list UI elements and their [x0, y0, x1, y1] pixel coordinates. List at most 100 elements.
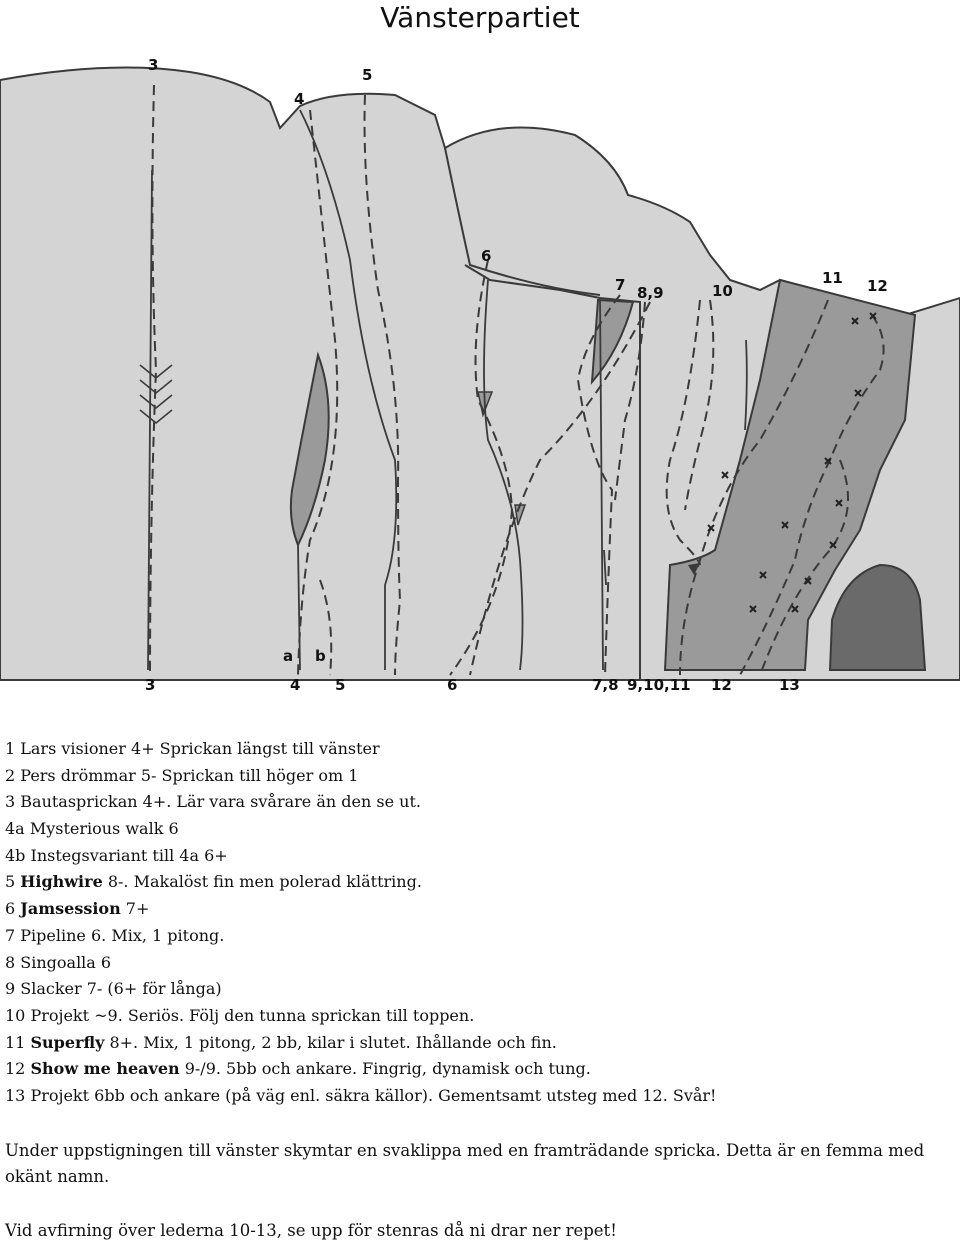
route-grade-description: 4+ Sprickan längst till vänster [125, 739, 380, 758]
route-number: 2 [5, 765, 21, 785]
route-number: 3 [5, 792, 21, 812]
route-line-3 [149, 84, 158, 676]
route-number: 9 [5, 979, 21, 999]
route-number: 8 [5, 952, 21, 972]
flake-7 [590, 298, 635, 385]
route-grade-description: 6bb och ankare (på väg enl. säkra källor… [89, 1085, 717, 1105]
route-number: 5 [5, 872, 21, 892]
top-label-12: 12 [867, 277, 888, 295]
route-grade-description: ~9. Seriös. Följ den tunna sprickan till… [89, 1005, 475, 1025]
note-svaklippa: Under uppstigningen till vänster skymtar… [5, 1141, 925, 1186]
top-label-6: 6 [481, 247, 491, 265]
top-label-5: 5 [362, 66, 372, 84]
route-line-13 [759, 459, 849, 676]
route-legend-item: 11 Superfly 8+. Mix, 1 pitong, 2 bb, kil… [5, 1030, 945, 1057]
route-grade-description: 6. Mix, 1 pitong. [85, 925, 225, 945]
route-legend-item: 4a Mysterious walk 6 [5, 816, 945, 843]
bottom-label-13: 13 [779, 676, 800, 694]
route-name: Jamsession [20, 899, 121, 919]
route-line-8-9 [614, 301, 646, 501]
crag-topo-diagram: 3 4 5 6 7 8,9 10 11 12 a b 3 4 5 6 7,8 9… [0, 56, 960, 694]
route-legend: 1 Lars visioner 4+ Sprickan längst till … [5, 736, 945, 1110]
route-grade-description: 5- Sprickan till höger om 1 [135, 765, 359, 785]
top-label-4: 4 [294, 90, 304, 108]
bottom-label-4: 4 [290, 676, 300, 694]
top-label-10: 10 [712, 282, 733, 300]
route-legend-item: 2 Pers drömmar 5- Sprickan till höger om… [5, 763, 945, 790]
cave [828, 563, 927, 671]
rock-face [0, 66, 960, 681]
route-name: Bautasprickan [20, 792, 138, 812]
route-legend-item: 13 Projekt 6bb och ankare (på väg enl. s… [5, 1083, 945, 1110]
bottom-label-3: 3 [145, 676, 155, 694]
route-legend-item: 9 Slacker 7- (6+ för långa) [5, 976, 945, 1003]
bottom-label-12: 12 [711, 676, 732, 694]
overhang-edge [444, 147, 601, 296]
route-name: Lars visioner [20, 739, 126, 758]
route-name: Pers drömmar [20, 765, 136, 785]
route-grade-description: 6+ [199, 845, 228, 865]
route-grade-description: 8-. Makalöst fin men polerad klättring. [102, 872, 422, 892]
route-grade-description: 8+. Mix, 1 pitong, 2 bb, kilar i slutet.… [104, 1032, 557, 1052]
route-line-6 [449, 259, 514, 676]
route-number: 10 [5, 1005, 31, 1025]
arrow-marks [139, 364, 173, 425]
route-name: Singoalla [20, 952, 96, 972]
route-line-10 [665, 299, 701, 566]
route-line-11 [679, 299, 829, 676]
route-name: Superfly [30, 1032, 105, 1052]
route-line-5 [363, 94, 402, 676]
route-legend-item: 12 Show me heaven 9-/9. 5bb och ankare. … [5, 1056, 945, 1083]
top-label-3: 3 [148, 56, 158, 74]
route-lines [149, 84, 885, 676]
route-name: Pipeline [20, 925, 86, 945]
bottom-label-6: 6 [447, 676, 457, 694]
route-legend-item: 1 Lars visioner 4+ Sprickan längst till … [5, 736, 945, 763]
route-number: 7 [5, 925, 21, 945]
route-number: 4a [5, 819, 30, 839]
route-name: Show me heaven [30, 1059, 180, 1079]
flake-4 [289, 351, 330, 548]
route-legend-item: 3 Bautasprickan 4+. Lär vara svårare än … [5, 789, 945, 816]
page-title: Vänsterpartiet [380, 1, 580, 34]
route-legend-item: 10 Projekt ~9. Seriös. Följ den tunna sp… [5, 1003, 945, 1030]
route-name: Projekt [30, 1085, 90, 1105]
route-number: 4b [5, 845, 31, 865]
top-label-11: 11 [822, 269, 843, 287]
route-line-12 [739, 314, 885, 676]
route-grade-description: 6 [163, 819, 179, 839]
route-grade-description: 6 [95, 952, 112, 972]
route-line-10b [684, 299, 715, 511]
route-line-7 [576, 294, 621, 676]
route-grade-description: 9-/9. 5bb och ankare. Fingrig, dynamisk … [179, 1059, 591, 1079]
route-number: 1 [5, 739, 21, 758]
route-name: Slacker [20, 979, 82, 999]
route-line-9 [469, 301, 651, 676]
route-grade-description: 7- (6+ för långa) [81, 979, 222, 999]
bolt-markers [707, 312, 877, 613]
route-legend-item: 4b Instegsvariant till 4a 6+ [5, 843, 945, 870]
bottom-label-7-8: 7,8 [592, 676, 619, 694]
route-number: 6 [5, 899, 21, 919]
route-legend-item: 7 Pipeline 6. Mix, 1 pitong. [5, 923, 945, 950]
route-number: 11 [5, 1032, 31, 1052]
note-stenras: Vid avfirning över lederna 10-13, se upp… [5, 1221, 617, 1240]
route-legend-item: 5 Highwire 8-. Makalöst fin men polerad … [5, 869, 945, 896]
label-a: a [283, 647, 293, 665]
route-line-4b [319, 579, 333, 676]
route-grade-description: 4+. Lär vara svårare än den se ut. [137, 792, 421, 812]
route-number: 13 [5, 1085, 31, 1105]
route-name: Projekt [30, 1005, 90, 1025]
rock-face-slab-6 [464, 264, 641, 680]
route-legend-item: 8 Singoalla 6 [5, 950, 945, 977]
route-name: Highwire [20, 872, 103, 892]
route-name: Instegsvariant till 4a [30, 845, 199, 865]
route-legend-item: 6 Jamsession 7+ [5, 896, 945, 923]
top-label-7: 7 [615, 276, 625, 294]
route-grade-description: 7+ [120, 899, 150, 919]
bottom-label-9-10-11: 9,10,11 [627, 676, 691, 694]
label-b: b [315, 647, 326, 665]
route-name: Mysterious walk [29, 819, 164, 839]
top-label-8-9: 8,9 [637, 284, 664, 302]
bottom-label-5: 5 [335, 676, 345, 694]
